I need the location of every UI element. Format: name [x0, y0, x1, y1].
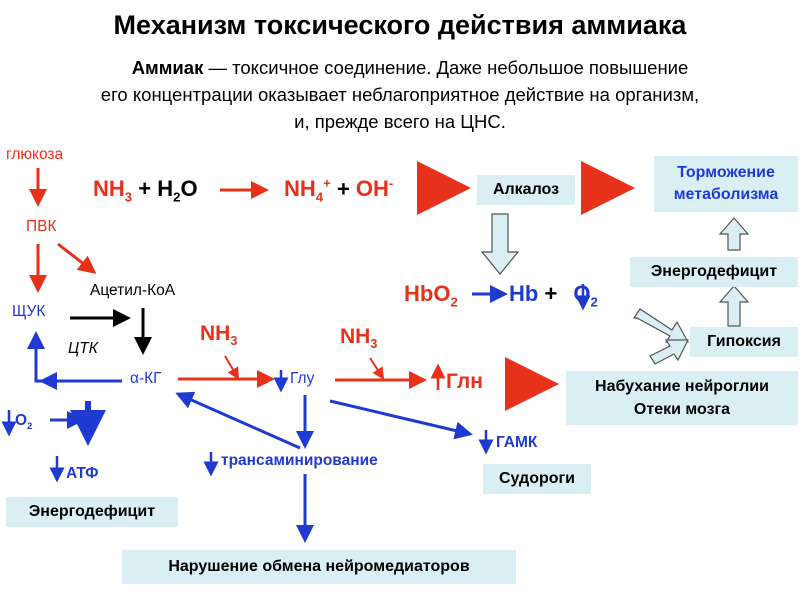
equation-ammonia: NH3 + H2O [93, 176, 198, 205]
intro-line1: — токсичное соединение. Даже небольшое п… [203, 57, 689, 78]
intro-text: Аммиак — токсичное соединение. Даже небо… [20, 54, 780, 135]
label-o2: О2 [15, 412, 33, 432]
hollow-arrow-swelling-hypoxia [649, 339, 689, 365]
box-energy-deficit-right: Энергодефицит [630, 257, 798, 287]
box-hypoxia: Гипоксия [690, 327, 798, 357]
label-transamination: трансаминирование [221, 452, 378, 469]
label-akg: α-КГ [130, 370, 162, 387]
hollow-arrow-energy-inhibition [718, 217, 750, 251]
equation-hb: Hb + O2 [509, 281, 598, 310]
label-acetyl-coa: Ацетил-КоА [90, 282, 176, 299]
equation-products: NH4+ + OH- [284, 176, 394, 205]
intro-line3: и, прежде всего на ЦНС. [294, 111, 506, 132]
page-title: Механизм токсического действия аммиака [113, 10, 687, 40]
intro-line2: его концентрации оказывает неблагоприятн… [100, 84, 700, 105]
label-gln: Глн [446, 370, 483, 393]
arrow-nh3-1 [224, 355, 240, 380]
box-seizures: Судороги [483, 464, 591, 494]
label-glucose: глюкоза [6, 146, 64, 163]
label-glu: Глу [290, 370, 315, 387]
label-pvk: ПВК [26, 218, 57, 235]
hollow-arrow-hb-hypoxia [632, 308, 690, 343]
box-energy-deficit-left: Энергодефицит [6, 497, 178, 527]
label-nh3-1: NH3 [200, 322, 238, 349]
label-shchuk: ЩУК [12, 303, 46, 320]
intro-bold: Аммиак [131, 57, 204, 78]
equation-hemoglobin: HbO2 [404, 281, 458, 310]
label-atp: АТФ [66, 465, 99, 482]
label-nh3-2: NH3 [340, 325, 378, 352]
label-gamk: ГАМК [496, 434, 538, 451]
arrow-glu-gamk [329, 399, 473, 440]
arrow-nh3-2 [369, 357, 385, 380]
box-neurotransmitters: Нарушение обмена нейромедиаторов [122, 550, 516, 584]
arrow-pvk-acetyl [57, 242, 97, 274]
arrow-glu-akg [175, 391, 301, 450]
hollow-arrow-hypoxia-energy [718, 285, 750, 327]
hollow-arrow-alkalosis-hb [480, 213, 520, 275]
label-ttk: ЦТК [68, 340, 98, 357]
box-alkalosis: Алкалоз [477, 175, 575, 205]
